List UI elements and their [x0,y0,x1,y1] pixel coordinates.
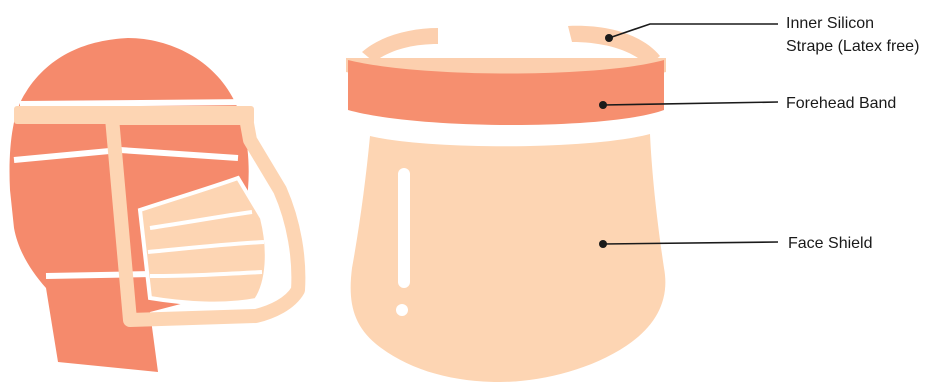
inner-strap-left [362,28,438,62]
shield-highlight [398,168,410,288]
forehead-label: Forehead Band [786,95,896,112]
strap-callout-line [608,23,778,39]
shield-label: Face Shield [788,235,873,252]
inner-strap-right [568,25,660,66]
face-shield-body [350,134,666,382]
strap-label-line2: Strape (Latex free) [786,38,919,55]
mask-pleat-1 [149,210,253,230]
head-divider-neck [45,271,153,279]
side-forehead-band [14,106,254,124]
shield-callout-line [602,241,779,245]
mask-pleat-2 [147,240,265,254]
forehead-callout-line [602,101,779,106]
head-illustration [9,38,306,372]
strap-label-line1: Inner Silicon [786,15,874,32]
side-shield-frame [105,111,306,327]
mask-pleat-3 [149,270,263,278]
callouts: Inner Silicon Strape (Latex free) Forehe… [599,15,919,252]
shield-highlight-dot [396,304,408,316]
head-divider-band [19,99,253,107]
forehead-band [348,60,664,125]
face-shield-product [346,25,666,382]
